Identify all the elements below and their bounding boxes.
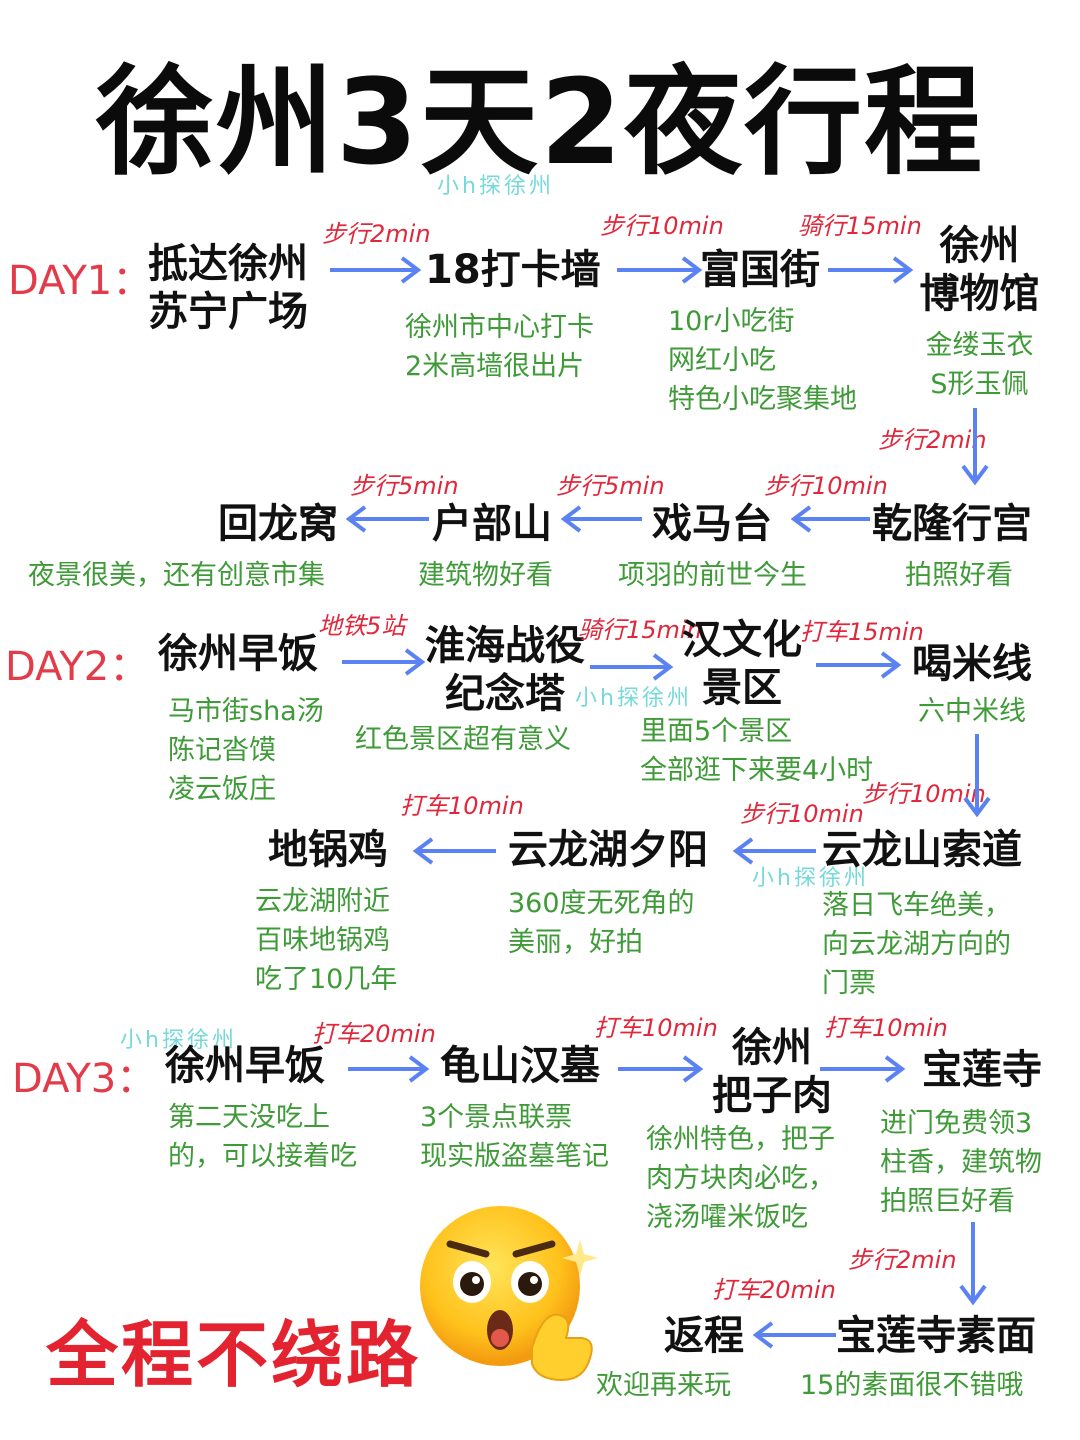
stop-notes: 云龙湖附近 百味地锅鸡 吃了10几年 (255, 886, 398, 995)
stop-baolian-temple: 宝莲寺 (922, 1047, 1042, 1093)
arrow-right (617, 255, 703, 285)
stop-notes: 红色景区超有意义 (355, 724, 571, 755)
stop-guishan-tomb: 龟山汉墓 (440, 1043, 600, 1089)
page-title: 徐州3天2夜行程 (95, 53, 985, 191)
arrow-right (816, 650, 902, 680)
transport-label: 步行5min (350, 472, 459, 500)
day3-label: DAY3： (12, 1056, 157, 1102)
arrow-right (348, 1054, 430, 1084)
stop-18-wall: 18打卡墙 (425, 247, 601, 293)
arrow-right (828, 255, 914, 285)
transport-label: 骑行15min (798, 212, 922, 240)
stop-hubu-mountain: 户部山 (432, 501, 552, 547)
stop-notes: 落日飞车绝美， 向云龙湖方向的 门票 (822, 890, 1011, 999)
arrow-down (958, 1222, 988, 1306)
arrow-left (752, 1320, 836, 1350)
stop-ximatai: 戏马台 (652, 501, 772, 547)
stop-return: 返程 (664, 1313, 744, 1359)
transport-label: 步行10min (600, 212, 724, 240)
transport-label: 步行5min (556, 472, 665, 500)
transport-label: 打车20min (312, 1020, 436, 1048)
stop-notes: 金缕玉衣 S形玉佩 (925, 330, 1034, 400)
arrow-left (412, 836, 496, 866)
stop-notes: 马市街sha汤 陈记沓馍 凌云饭庄 (168, 696, 324, 805)
stop-notes: 360度无死角的 美丽，好拍 (508, 888, 695, 958)
arrow-left (790, 504, 870, 534)
stop-notes: 3个景点联票 现实版盗墓笔记 (420, 1102, 609, 1172)
day2-label: DAY2： (5, 644, 150, 690)
stop-fuguo-street: 富国街 (700, 247, 820, 293)
arrow-right (820, 1054, 906, 1084)
stop-breakfast: 徐州早饭 (158, 631, 318, 677)
transport-label: 打车10min (400, 792, 524, 820)
stop-notes: 建筑物好看 (418, 560, 553, 591)
transport-label: 步行2min (848, 1246, 957, 1274)
day1-label: DAY1： (8, 258, 153, 304)
stop-baolian-noodle: 宝莲寺素面 (836, 1313, 1036, 1359)
stop-rice-noodle: 喝米线 (912, 641, 1032, 687)
transport-label: 打车10min (824, 1014, 948, 1042)
stop-huilongwo: 回龙窝 (218, 501, 338, 547)
stop-notes: 进门免费领3 柱香，建筑物 拍照巨好看 (880, 1108, 1042, 1217)
watermark: 小h探徐州 (752, 866, 869, 891)
stop-notes: 15的素面很不错哦 (800, 1370, 1024, 1401)
stop-huaihai-memorial: 淮海战役 纪念塔 (425, 623, 585, 717)
stop-notes: 徐州特色，把子 肉方块肉必吃， 浇汤嚯米饭吃 (646, 1124, 835, 1233)
transport-label: 步行10min (764, 472, 888, 500)
arrow-right (590, 652, 674, 682)
arrow-right (330, 255, 422, 285)
stop-diguo-chicken: 地锅鸡 (268, 827, 388, 873)
stop-notes: 10r小吃街 网红小吃 特色小吃聚集地 (668, 306, 857, 415)
stop-notes: 六中米线 (918, 696, 1026, 727)
stop-qianlong-palace: 乾隆行宫 (872, 501, 1032, 547)
arrow-right (618, 1054, 704, 1084)
transport-label: 步行2min (322, 220, 431, 248)
stop-notes: 拍照好看 (905, 560, 1013, 591)
stop-notes: 第二天没吃上 的，可以接着吃 (168, 1102, 357, 1172)
shocked-pointing-emoji-icon (412, 1198, 602, 1392)
arrow-down (962, 734, 992, 818)
transport-label: 步行10min (740, 800, 864, 828)
stop-notes: 徐州市中心打卡 2米高墙很出片 (405, 312, 594, 382)
stop-notes: 欢迎再来玩 (596, 1370, 731, 1401)
slogan: 全程不绕路 (46, 1313, 422, 1397)
stop-breakfast: 徐州早饭 (165, 1043, 325, 1089)
arrow-right (342, 647, 426, 677)
stop-arrive-suning: 抵达徐州 苏宁广场 (148, 241, 308, 335)
arrow-left (345, 504, 429, 534)
transport-label: 骑行15min (578, 616, 702, 644)
transport-label: 打车20min (712, 1276, 836, 1304)
watermark: 小h探徐州 (120, 1028, 237, 1053)
watermark: 小h探徐州 (575, 686, 692, 711)
stop-xuzhou-museum: 徐州 博物馆 (919, 223, 1040, 317)
stop-han-culture: 汉文化 景区 (682, 617, 802, 711)
stop-yunlong-cableway: 云龙山索道 (822, 827, 1022, 873)
transport-label: 打车15min (800, 618, 924, 646)
stop-notes: 夜景很美，还有创意市集 (28, 560, 325, 591)
watermark: 小h探徐州 (437, 174, 554, 199)
transport-label: 步行2min (878, 426, 987, 454)
arrow-down (960, 408, 990, 486)
transport-label: 步行10min (862, 780, 986, 808)
stop-bazi-pork: 徐州 把子肉 (712, 1025, 832, 1119)
transport-label: 地铁5站 (318, 612, 406, 640)
stop-yunlong-lake-sunset: 云龙湖夕阳 (508, 827, 708, 873)
stop-notes: 里面5个景区 全部逛下来要4小时 (640, 716, 874, 786)
stop-notes: 项羽的前世今生 (618, 560, 807, 591)
transport-label: 打车10min (594, 1014, 718, 1042)
arrow-left (732, 836, 816, 866)
arrow-left (560, 504, 642, 534)
